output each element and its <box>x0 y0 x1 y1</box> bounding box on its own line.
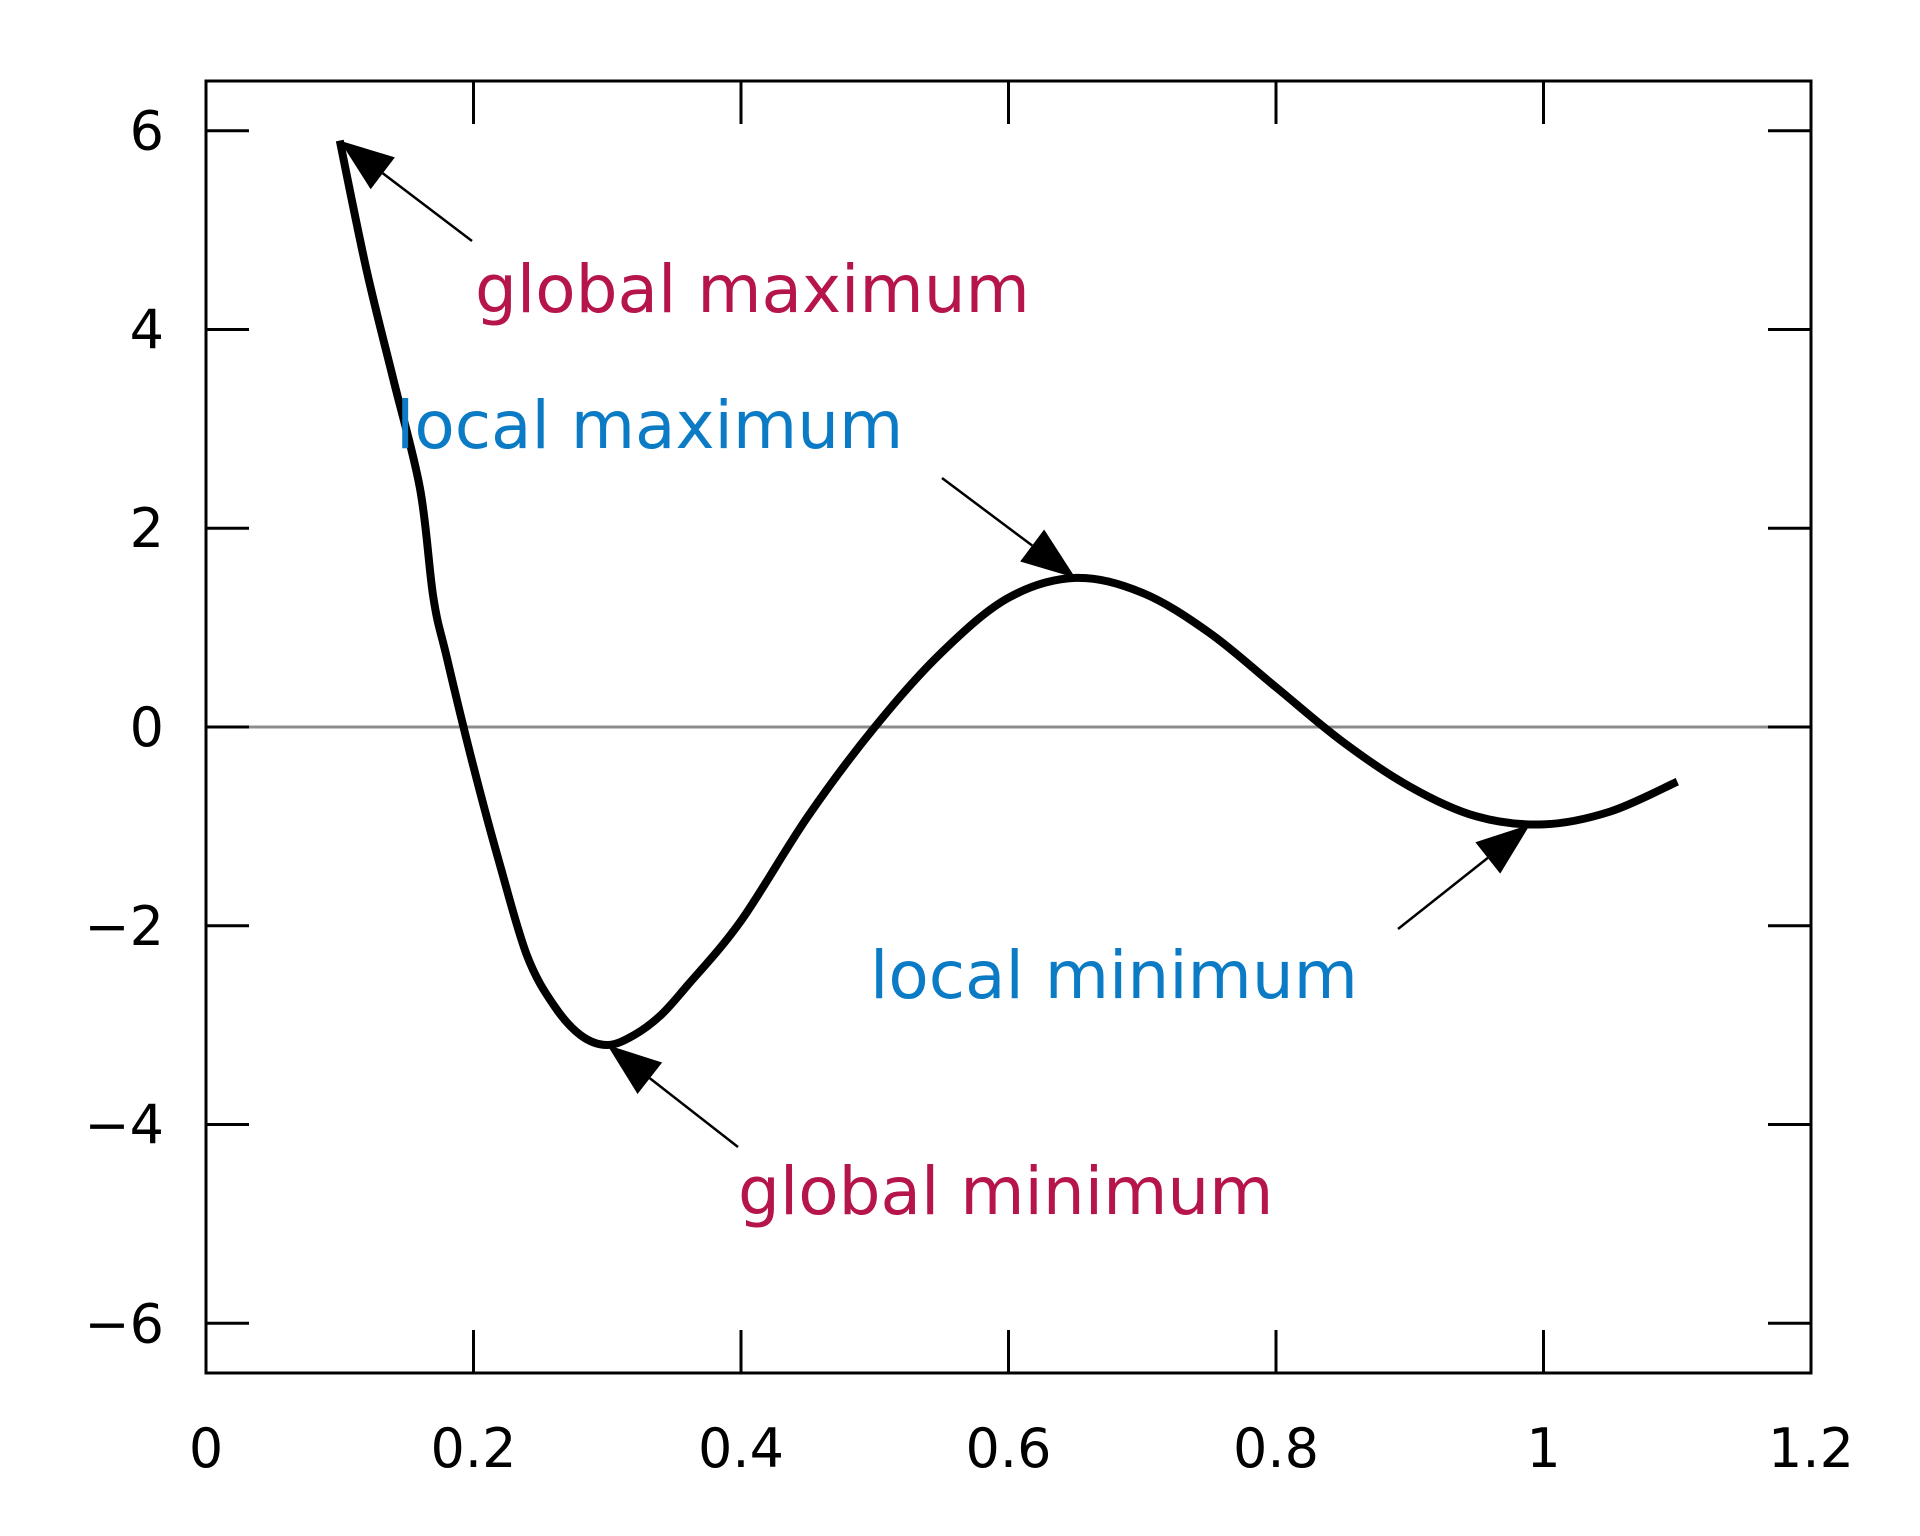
annotation-label-0: global maximum <box>475 251 1030 328</box>
y-tick-label-5: −4 <box>84 1094 164 1157</box>
y-tick-label-0: 6 <box>130 100 164 163</box>
axis-ticks <box>206 81 1811 1373</box>
y-tick-label-2: 2 <box>130 497 164 560</box>
annotation-label-1: local maximum <box>396 387 903 464</box>
annotation-arrow-line-0 <box>382 172 473 242</box>
annotation-layer: global maximum local maximum local minimum… <box>339 140 1531 1230</box>
annotation-arrow-head-0 <box>339 140 395 190</box>
annotation-arrow-head-3 <box>607 1045 663 1095</box>
annotation-arrow-line-3 <box>649 1077 739 1148</box>
x-tick-label-2: 0.4 <box>698 1417 784 1480</box>
x-tick-labels: 0 0.2 0.4 0.6 0.8 1 1.2 <box>189 1417 1854 1480</box>
x-tick-label-4: 0.8 <box>1233 1417 1319 1480</box>
x-tick-label-6: 1.2 <box>1768 1417 1854 1480</box>
x-tick-label-1: 0.2 <box>431 1417 517 1480</box>
annotation-arrow-head-2 <box>1475 824 1531 874</box>
series-layer <box>335 139 1679 1049</box>
y-tick-label-6: −6 <box>84 1292 164 1355</box>
y-tick-label-4: −2 <box>84 895 164 958</box>
annotation-arrow-head-1 <box>1020 529 1076 578</box>
annotation-label-2: local minimum <box>870 937 1358 1014</box>
y-tick-label-1: 4 <box>130 298 164 361</box>
annotation-label-3: global minimum <box>738 1153 1273 1230</box>
series-line-0 <box>335 139 1679 1049</box>
x-tick-label-0: 0 <box>189 1417 223 1480</box>
x-tick-label-5: 1 <box>1526 1417 1560 1480</box>
y-tick-label-3: 0 <box>130 696 164 759</box>
x-tick-label-3: 0.6 <box>966 1417 1052 1480</box>
annotation-arrow-line-1 <box>941 476 1033 547</box>
annotation-arrow-line-2 <box>1397 856 1489 930</box>
y-tick-labels: 6 4 2 0 −2 −4 −6 <box>84 100 164 1356</box>
